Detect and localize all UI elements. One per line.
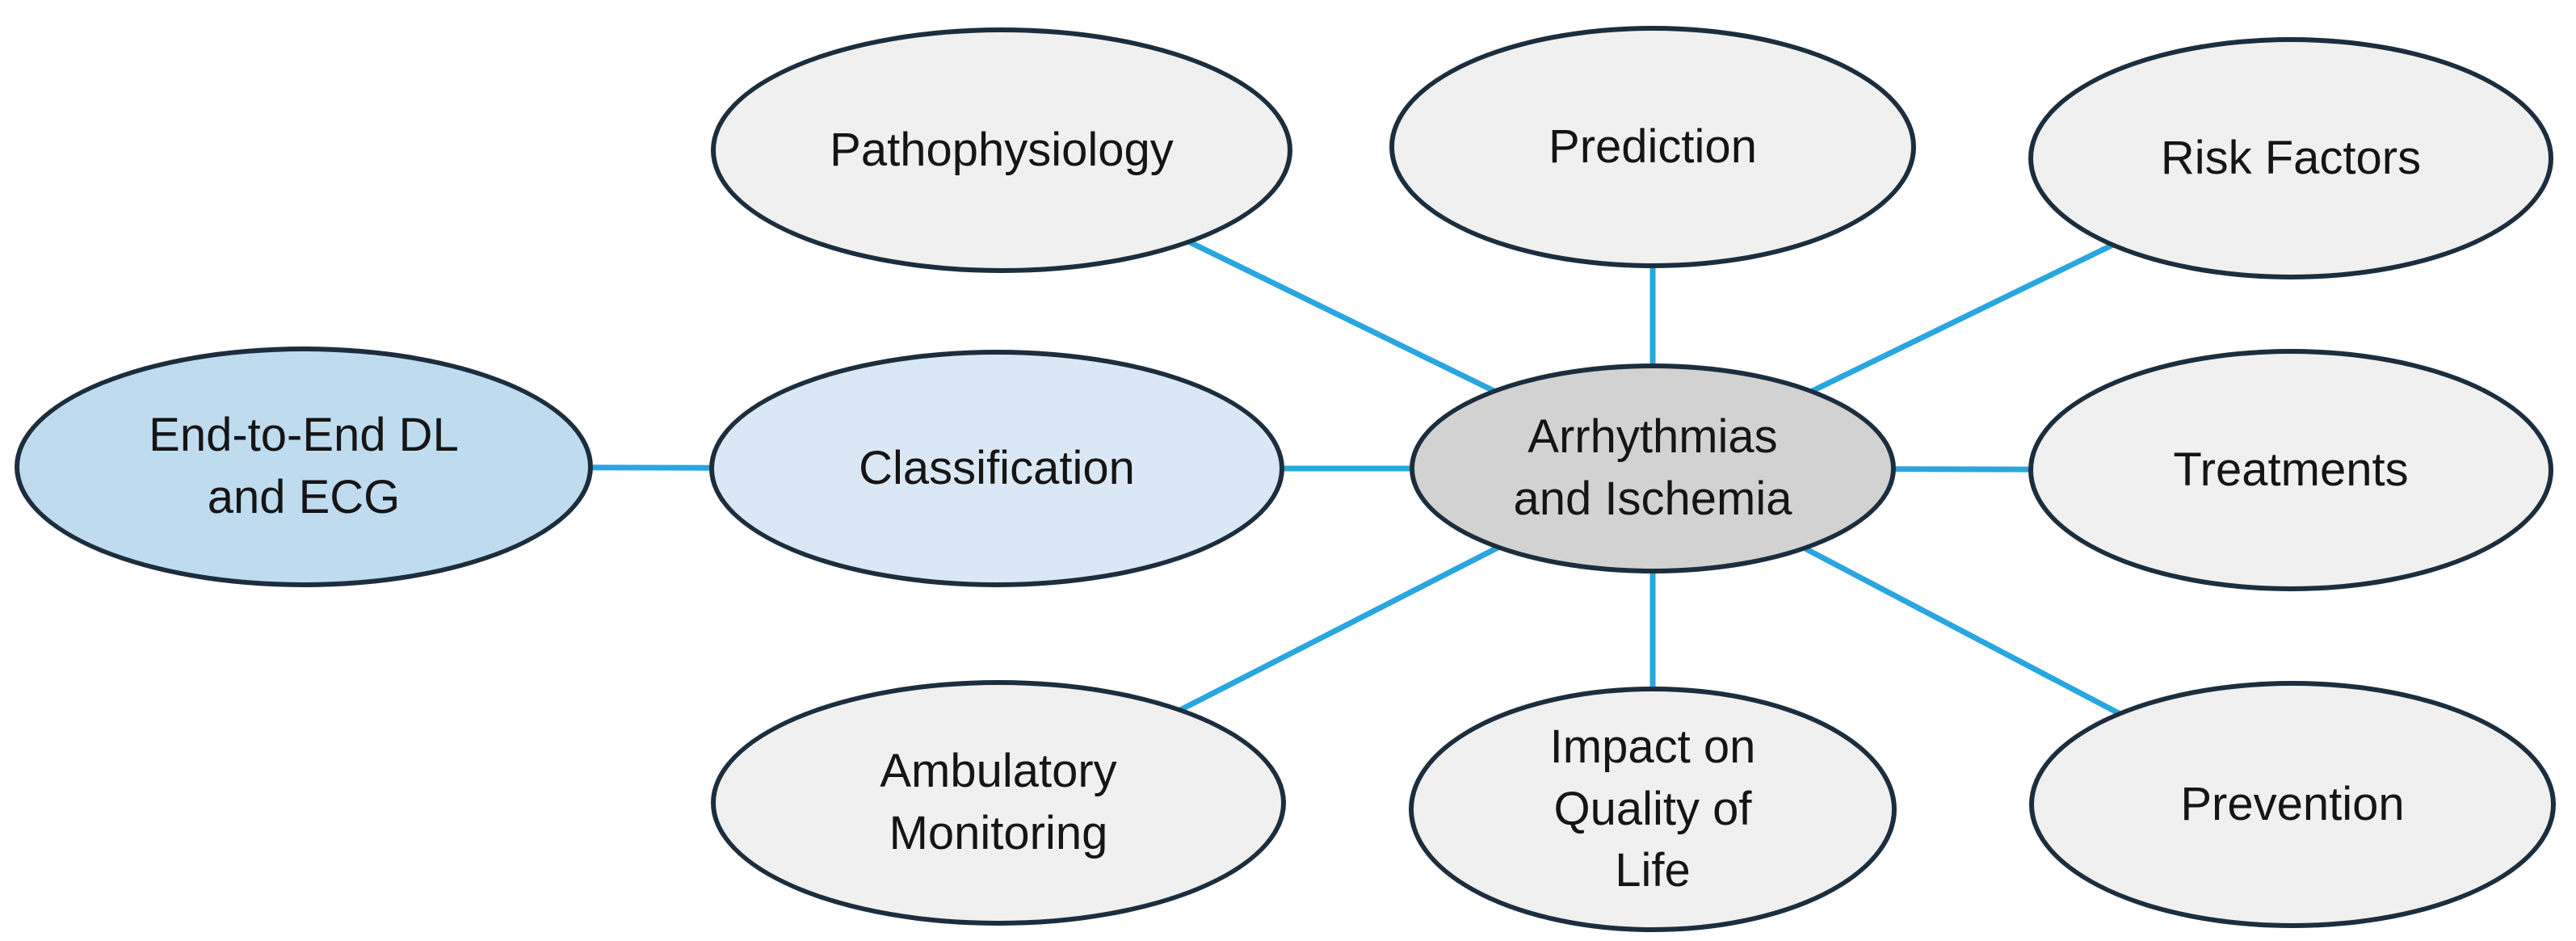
node-end-to-end-dl-and-ecg-label: End-to-End DL and ECG	[149, 409, 459, 523]
node-prevention: Prevention	[2029, 681, 2556, 928]
node-classification: Classification	[709, 350, 1284, 587]
node-arrhythmias-and-ischemia-label: Arrhythmias and Ischemia	[1513, 410, 1792, 525]
node-risk-factors: Risk Factors	[2028, 37, 2553, 279]
node-arrhythmias-and-ischemia: Arrhythmias and Ischemia	[1410, 363, 1896, 573]
node-impact-on-quality-of-life: Impact on Quality of Life	[1409, 687, 1897, 932]
node-treatments: Treatments	[2028, 349, 2553, 591]
node-end-to-end-dl-and-ecg: End-to-End DL and ECG	[15, 347, 593, 587]
node-prevention-label: Prevention	[2180, 777, 2405, 830]
node-pathophysiology-label: Pathophysiology	[830, 123, 1174, 176]
node-pathophysiology: Pathophysiology	[711, 27, 1292, 273]
node-ambulatory-monitoring-label: Ambulatory Monitoring	[880, 745, 1117, 859]
node-risk-factors-label: Risk Factors	[2160, 131, 2422, 184]
node-treatments-label: Treatments	[2173, 443, 2409, 496]
node-impact-on-quality-of-life-label: Impact on Quality of Life	[1549, 720, 1756, 897]
node-prediction-label: Prediction	[1549, 120, 1757, 173]
node-ambulatory-monitoring: Ambulatory Monitoring	[711, 680, 1286, 926]
node-prediction: Prediction	[1389, 26, 1916, 268]
node-classification-label: Classification	[859, 441, 1135, 494]
